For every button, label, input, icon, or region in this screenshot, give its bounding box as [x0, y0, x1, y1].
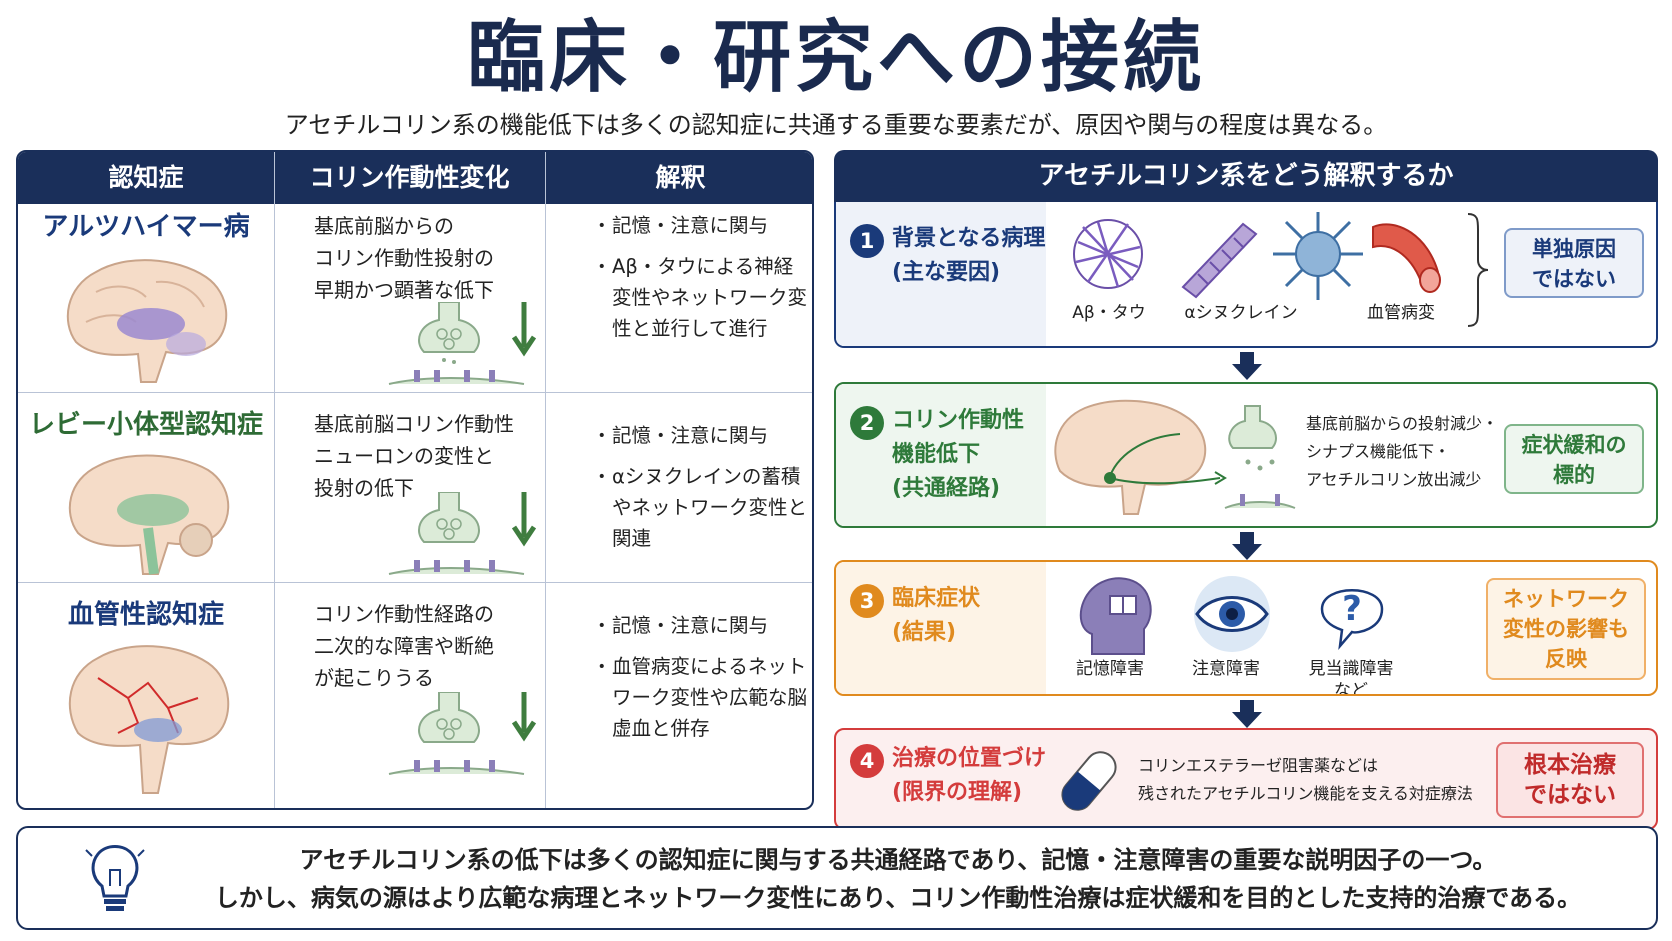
step-1-pathology: 1 背景となる病理 (主な要因) Aβ・タウ αシヌクレイン 血管病変 [834, 202, 1658, 348]
interpretation-panel: アセチルコリン系をどう解釈するか 1 背景となる病理 (主な要因) [834, 150, 1658, 830]
disease-alzheimer: アルツハイマー病 [42, 212, 250, 242]
icon-label-vascular: 血管病変 [1367, 303, 1435, 323]
summary-box: アセチルコリン系の低下は多くの認知症に関与する共通経路であり、記憶・注意障害の重… [16, 826, 1658, 930]
icon-label-orientation: 見当識障害 など [1308, 659, 1394, 696]
summary-line-1: アセチルコリン系の低下は多くの認知症に関与する共通経路であり、記憶・注意障害の重… [299, 846, 1497, 874]
interp-alzheimer: 記憶・注意に関与 Aβ・タウによる神経変性やネットワーク変性と並行して進行 [592, 210, 811, 354]
memory-head-icon [1079, 577, 1152, 655]
step-2-label: コリン作動性 機能低下 (共通経路) [892, 408, 1025, 501]
arrow-down-icon [1232, 352, 1262, 380]
step-3-symptoms: 3 臨床症状 (結果) ? 記憶障害 注意障害 見当識障害 など [834, 560, 1658, 696]
page-subtitle: アセチルコリン系の機能低下は多くの認知症に共通する重要な要素だが、原因や関与の程… [284, 111, 1388, 139]
capsule-icon [1061, 751, 1117, 811]
arrow-down-icon [1232, 700, 1262, 728]
synapse-icon [388, 302, 537, 385]
header-cholinergic-change: コリン作動性変化 [309, 163, 510, 192]
desc-alzheimer: 基底前脳からの コリン作動性投射の 早期かつ顕著な低下 [314, 214, 494, 302]
alpha-synuclein-icon [1181, 212, 1363, 300]
symptom-icons: ? [1079, 576, 1384, 655]
arrow-down-icon [1232, 532, 1262, 560]
synapse-icon [388, 492, 537, 575]
tag-symptom-target: 症状緩和の 標的 [1504, 424, 1644, 494]
header-dementia: 認知症 [108, 163, 184, 192]
synapse-icon [388, 692, 537, 775]
brain-icon [68, 454, 230, 575]
icon-label-memory: 記憶障害 [1076, 659, 1144, 679]
icon-label-alpha-synuclein: αシヌクレイン [1184, 303, 1298, 323]
amyloid-tau-icon [1073, 219, 1143, 289]
disease-lewy-body: レビー小体型認知症 [28, 410, 263, 440]
table-header: 認知症 コリン作動性変化 解釈 [18, 152, 812, 204]
step-1-number: 1 [850, 224, 884, 258]
tag-not-sole-cause: 単独原因 ではない [1504, 228, 1644, 298]
lightbulb-icon [85, 842, 145, 911]
icon-label-abeta-tau: Aβ・タウ [1072, 303, 1146, 323]
step-2-cholinergic: 2 コリン作動性 機能低下 (共通経路) 基底前脳からの投射減少・ シナプス機能… [834, 382, 1658, 528]
step-3-label: 臨床症状 (結果) [892, 586, 981, 645]
brain-icon [66, 259, 228, 383]
disease-vascular: 血管性認知症 [67, 600, 224, 630]
desc-vascular: コリン作動性経路の 二次的な障害や断絶 が起こりうる [314, 602, 494, 690]
step-4-description: コリンエステラーゼ阻害薬などは 残されたアセチルコリン機能を支える対症療法 [1138, 756, 1473, 803]
tag-not-curative: 根本治療 ではない [1496, 742, 1644, 818]
step-4-label: 治療の位置づけ (限界の理解) [892, 746, 1047, 805]
vascular-lesion-icon [1372, 223, 1441, 293]
summary-line-2: しかし、病気の源はより広範な病理とネットワーク変性にあり、コリン作動性治療は症状… [214, 884, 1582, 912]
step-2-number: 2 [850, 406, 884, 440]
brace-icon [1467, 213, 1489, 327]
page-title: 臨床・研究への接続 [466, 13, 1205, 103]
header-interpretation: 解釈 [655, 163, 706, 192]
interp-vascular: 記憶・注意に関与 血管病変によるネットワーク変性や広範な脳虚血と併存 [592, 610, 811, 754]
step-3-number: 3 [850, 584, 884, 618]
eye-icon [1194, 576, 1270, 652]
step-4-number: 4 [850, 744, 884, 778]
cholinergic-pathway-icon [1054, 399, 1296, 515]
tag-network-degeneration: ネットワーク 変性の影響も 反映 [1486, 578, 1646, 680]
panel-title: アセチルコリン系をどう解釈するか [834, 150, 1658, 202]
svg-text:?: ? [1342, 589, 1362, 629]
step-1-label: 背景となる病理 (主な要因) [892, 226, 1046, 285]
icon-label-attention: 注意障害 [1192, 659, 1260, 679]
question-bubble-icon: ? [1320, 589, 1384, 650]
step-4-treatment: 4 治療の位置づけ (限界の理解) コリンエステラーゼ阻害薬などは 残されたアセ… [834, 728, 1658, 830]
desc-lewy-body: 基底前脳コリン作動性 ニューロンの変性と 投射の低下 [314, 412, 514, 500]
brain-icon [68, 645, 230, 794]
dementia-table: 認知症 コリン作動性変化 解釈 アルツハイマー病 基底前脳からの コリン作動性投… [16, 150, 814, 810]
interp-lewy-body: 記憶・注意に関与 αシヌクレインの蓄積やネットワーク変性と関連 [592, 420, 811, 564]
step-2-description: 基底前脳からの投射減少・ シナプス機能低下・ アセチルコリン放出減少 [1306, 414, 1499, 489]
pathology-icons [1073, 212, 1441, 300]
